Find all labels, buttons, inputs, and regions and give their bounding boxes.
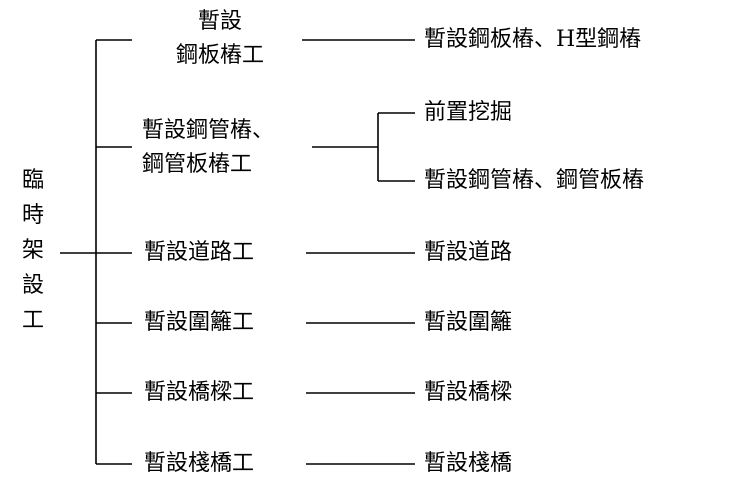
root-label: 臨時架設工 [21,168,44,333]
branch-label-3: 暫設道路工 [144,240,255,265]
branch-label-6: 暫設棧橋工 [144,451,255,476]
leaf-label-6: 暫設棧橋 [424,451,513,476]
leaf-label-1: 暫設鋼板樁、H型鋼樁 [424,27,642,52]
branch-label-2: 暫設鋼管樁、 鋼管板樁工 [142,118,275,177]
branch-label-1: 暫設 鋼板樁工 [175,9,264,68]
branch-label-4: 暫設圍籬工 [144,310,255,335]
leaf-label-2a: 前置挖掘 [424,100,513,125]
leaf-label-2b: 暫設鋼管樁、鋼管板樁 [424,168,645,193]
branch-label-5: 暫設橋樑工 [144,380,255,405]
leaf-label-5: 暫設橋樑 [424,380,513,405]
leaf-label-3: 暫設道路 [424,240,513,265]
leaf-label-4: 暫設圍籬 [424,310,513,335]
